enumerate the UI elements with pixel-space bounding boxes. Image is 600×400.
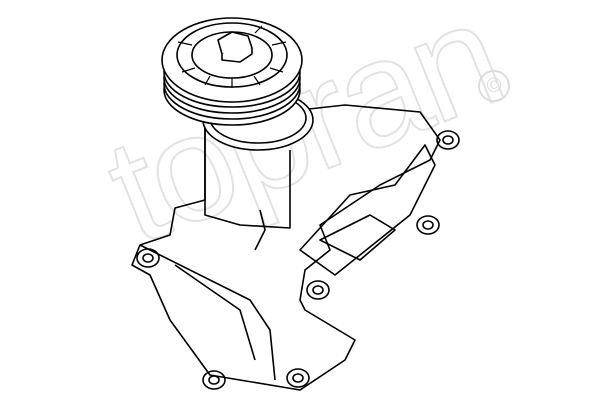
bracket-arm-left — [139, 244, 276, 381]
housing-outline — [131, 104, 441, 391]
mounting-holes — [136, 130, 460, 390]
pulley-spokes — [177, 25, 287, 88]
bracket-plate-right — [299, 144, 436, 276]
center-bolt — [217, 31, 253, 63]
central-column — [204, 120, 291, 229]
copyright-mark: © — [478, 70, 510, 102]
